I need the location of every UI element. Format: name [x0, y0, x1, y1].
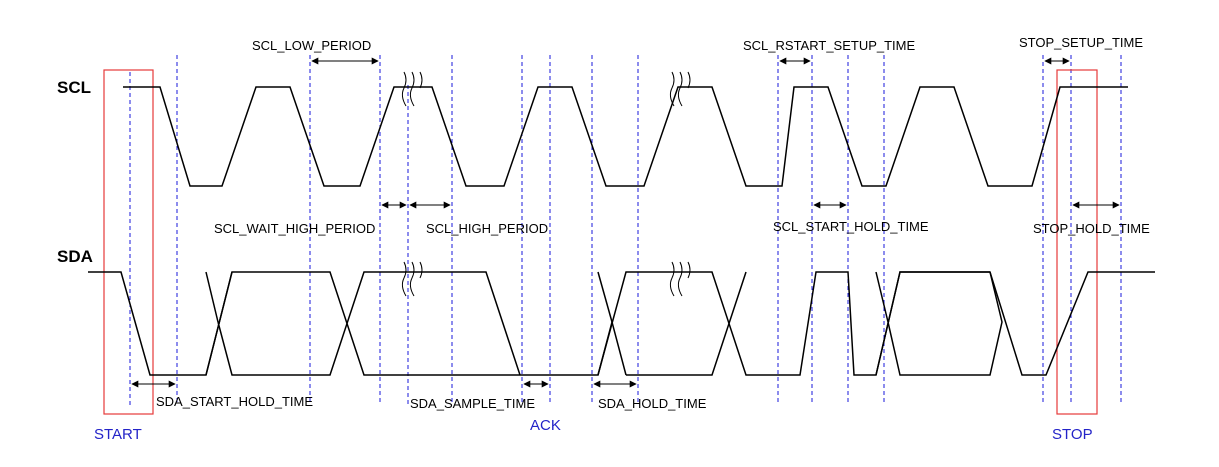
guide-lines: [129, 55, 1122, 405]
stop-hold-time-label: STOP_HOLD_TIME: [1033, 221, 1150, 236]
scl-signal-label: SCL: [57, 78, 91, 97]
scl-start-hold-time-label: SCL_START_HOLD_TIME: [773, 219, 929, 234]
scl-high-period-label: SCL_HIGH_PERIOD: [426, 221, 548, 236]
sda-sample-time-label: SDA_SAMPLE_TIME: [410, 396, 535, 411]
sda-start-hold-time-label: SDA_START_HOLD_TIME: [156, 394, 313, 409]
break-mark: [401, 261, 423, 297]
stop-condition-box: [1056, 69, 1098, 415]
break-mark: [401, 71, 423, 107]
sda-waveform: [88, 271, 1155, 376]
start-condition-box: [103, 69, 154, 415]
break-marks: [401, 71, 691, 297]
timing-arrows: [131, 57, 1120, 388]
scl-wait-high-period-label: SCL_WAIT_HIGH_PERIOD: [214, 221, 375, 236]
stop-setup-time-label: STOP_SETUP_TIME: [1019, 35, 1143, 50]
scl-low-period-label: SCL_LOW_PERIOD: [252, 38, 371, 53]
stop-marker-label: STOP: [1052, 426, 1093, 443]
start-marker-label: START: [94, 426, 142, 443]
break-mark: [669, 71, 691, 107]
ack-marker-label: ACK: [530, 417, 561, 434]
break-mark: [669, 261, 691, 297]
scl-waveform: [123, 86, 1128, 187]
scl-rstart-setup-time-label: SCL_RSTART_SETUP_TIME: [743, 38, 916, 53]
sda-signal-label: SDA: [57, 247, 93, 266]
sda-hold-time-label: SDA_HOLD_TIME: [598, 396, 707, 411]
